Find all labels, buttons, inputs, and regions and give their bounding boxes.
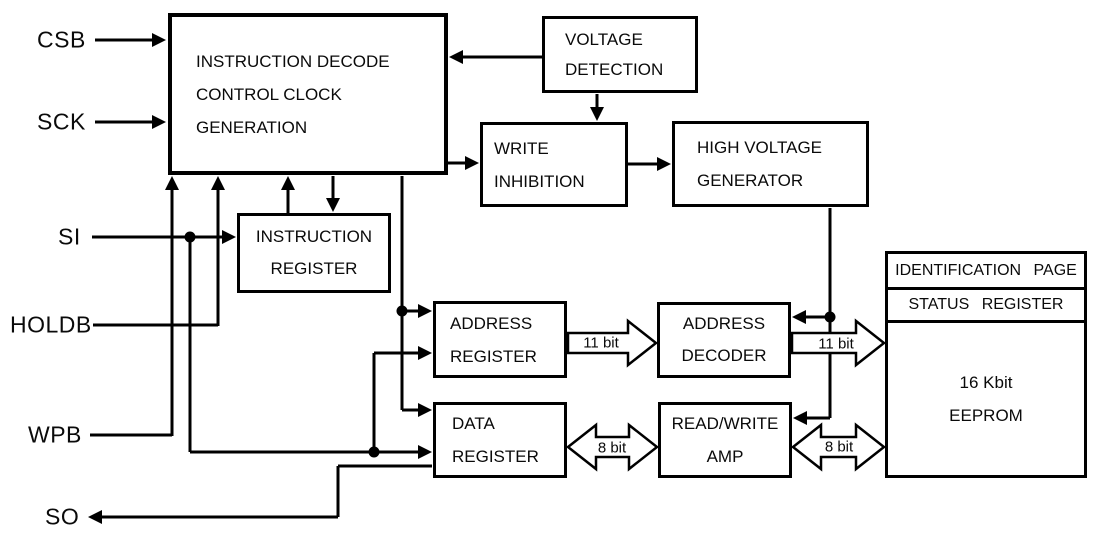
bus-label-11bit-2: 11 bit <box>818 335 854 353</box>
pin-label-si: SI <box>58 223 81 250</box>
block-address-decoder: ADDRESS DECODER <box>657 302 791 378</box>
block-read-write-amp: READ/WRITE AMP <box>658 402 792 478</box>
block-high-voltage-generator: HIGH VOLTAGE GENERATOR <box>672 121 869 207</box>
bus-arrow-11bit-reg-to-decoder <box>566 318 659 368</box>
hv-generator-wire <box>628 157 671 171</box>
bus-label-11bit-1: 11 bit <box>583 334 619 352</box>
block-voltage-detection: VOLTAGE DETECTION <box>542 16 698 93</box>
block-line: HIGH VOLTAGE <box>697 138 823 157</box>
block-line: REGISTER <box>452 447 539 466</box>
block-line: DETECTION <box>565 59 664 79</box>
block-eeprom: IDENTIFICATION PAGE STATUS REGISTER 16 K… <box>885 251 1087 478</box>
decode-to-registers-wire <box>396 176 432 417</box>
block-line: CONTROL CLOCK <box>196 84 342 104</box>
block-instruction-decode: INSTRUCTION DECODE CONTROL CLOCK GENERAT… <box>168 13 448 175</box>
bus-arrow-8bit-datareg-amp <box>565 422 660 472</box>
block-write-inhibition: WRITE INHIBITION <box>480 122 628 207</box>
bus-arrow-8bit-amp-eeprom <box>790 422 887 472</box>
pin-label-holdb: HOLDB <box>10 311 92 338</box>
hv-distribution-wire <box>792 208 836 425</box>
block-line: GENERATION <box>196 117 308 137</box>
block-line: EEPROM <box>949 406 1023 425</box>
block-data-register: DATA REGISTER <box>433 402 567 478</box>
block-line: REGISTER <box>270 259 358 278</box>
block-line: DATA <box>452 414 495 433</box>
so-wire <box>88 464 432 524</box>
sck-wire <box>95 115 166 129</box>
instruction-register-wires <box>281 176 340 214</box>
block-line: ADDRESS <box>450 313 533 333</box>
bus-label-8bit-1: 8 bit <box>597 439 627 457</box>
block-line: GENERATOR <box>697 171 804 190</box>
block-line: 16 Kbit <box>959 373 1013 392</box>
voltage-detection-wires <box>449 50 604 121</box>
block-line: AMP <box>706 447 744 466</box>
pin-label-sck: SCK <box>37 108 86 135</box>
block-line: VOLTAGE <box>565 29 643 49</box>
block-line: WRITE <box>494 138 549 158</box>
write-inhibition-wire <box>448 156 479 170</box>
csb-wire <box>95 33 166 47</box>
pin-label-csb: CSB <box>37 26 86 53</box>
holdb-wire <box>93 176 225 327</box>
block-line: DECODER <box>681 346 767 365</box>
eeprom-array-area: 16 Kbit EEPROM <box>888 323 1084 475</box>
block-line: REGISTER <box>450 346 537 366</box>
block-line: INHIBITION <box>494 171 585 191</box>
block-instruction-register: INSTRUCTION REGISTER <box>237 213 391 293</box>
bus-arrow-11bit-decoder-to-eeprom <box>790 318 887 368</box>
block-line: READ/WRITE <box>671 414 779 433</box>
block-line: INSTRUCTION <box>255 227 373 246</box>
wpb-wire <box>90 176 179 437</box>
block-line: INSTRUCTION DECODE <box>196 51 390 71</box>
block-line: ADDRESS <box>682 314 766 333</box>
eeprom-band-identification-page: IDENTIFICATION PAGE <box>888 254 1084 290</box>
eeprom-band-status-register: STATUS REGISTER <box>888 290 1084 323</box>
pin-label-so: SO <box>45 503 80 530</box>
pin-label-wpb: WPB <box>28 421 82 448</box>
block-address-register: ADDRESS REGISTER <box>433 301 567 378</box>
bus-label-8bit-2: 8 bit <box>824 438 854 456</box>
si-wire <box>92 230 432 459</box>
